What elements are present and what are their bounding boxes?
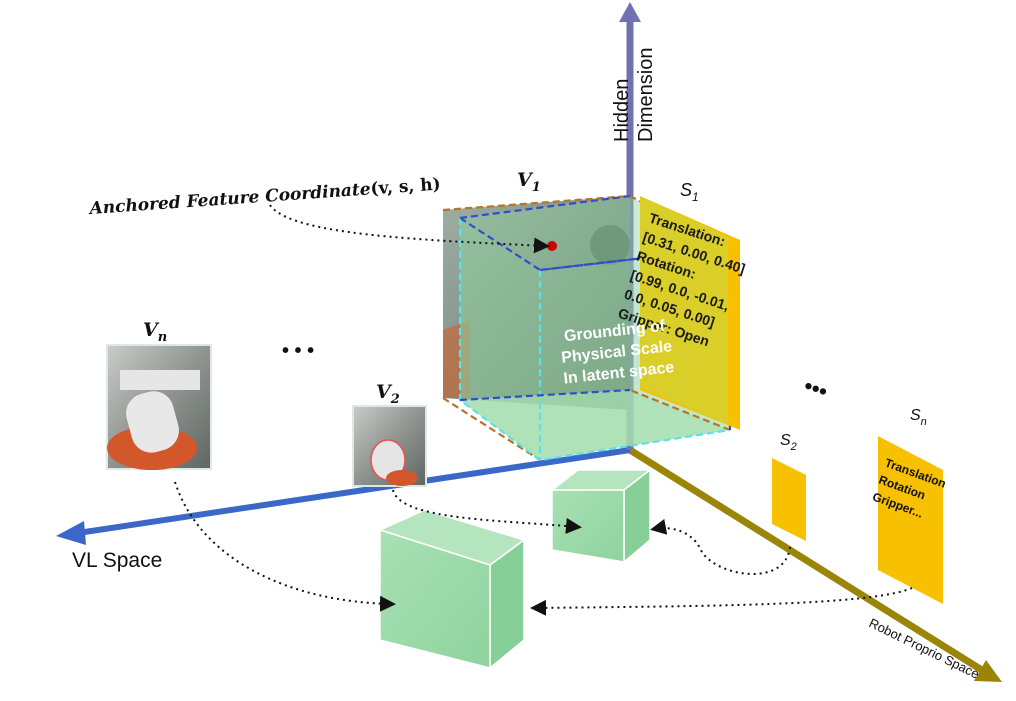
s2-to-small-cube-arrow bbox=[650, 518, 791, 575]
hidden-line-0: Hidden bbox=[611, 79, 633, 142]
vn-sub: n bbox=[158, 330, 167, 345]
vl-space-label: VL Space bbox=[72, 549, 162, 572]
v2-image bbox=[352, 405, 427, 487]
s2-sub: 2 bbox=[790, 441, 797, 453]
anchored-args: (v, s, h) bbox=[370, 174, 441, 199]
v1-sub: 1 bbox=[532, 180, 541, 195]
s1-name: S bbox=[680, 180, 692, 200]
sn-sub: n bbox=[921, 416, 927, 428]
anchor-point bbox=[547, 241, 557, 251]
s1-label: S1 bbox=[680, 180, 699, 204]
vn-name: V bbox=[143, 319, 160, 341]
v2-label: V2 bbox=[376, 381, 400, 407]
s2-state-panel bbox=[772, 458, 806, 541]
anchored-label: Anchored Feature Coordinate(v, s, h) bbox=[87, 174, 441, 219]
s1-state-panel: Translation: [0.31, 0.00, 0.40] Rotation… bbox=[616, 196, 747, 430]
sn-to-large-cube-arrow bbox=[530, 587, 913, 616]
proprio-label: Robot Proprio Space bbox=[867, 615, 982, 681]
vn-to-large-cube-arrow bbox=[174, 481, 396, 612]
s1-sub: 1 bbox=[692, 190, 699, 204]
s2-name: S bbox=[780, 432, 791, 449]
v2-name: V bbox=[376, 381, 393, 403]
s2-label: S2 bbox=[780, 432, 797, 453]
vl-space-axis bbox=[56, 447, 631, 545]
ellipsis-right: ••• bbox=[801, 373, 831, 404]
hidden-line-1: Dimension bbox=[635, 48, 657, 142]
v1-name: V bbox=[517, 169, 534, 191]
sn-state-panel: Translation Rotation Gripper... bbox=[871, 436, 948, 604]
robot-proprio-axis bbox=[628, 447, 1002, 682]
grounding-label: Grounding of Physical Scale In latent sp… bbox=[561, 318, 676, 388]
hidden-dimension-label: Hidden Dimension bbox=[611, 48, 657, 142]
anchored-text: Anchored Feature Coordinate bbox=[87, 179, 371, 219]
sn-label: Sn bbox=[910, 407, 927, 428]
vn-label: Vn bbox=[143, 319, 167, 345]
small-cube bbox=[549, 468, 653, 564]
ellipsis-left: • • • bbox=[282, 340, 314, 362]
v2-sub: 2 bbox=[390, 392, 400, 407]
large-cube bbox=[377, 509, 526, 670]
sn-name: S bbox=[910, 407, 921, 424]
v1-label: V1 bbox=[517, 169, 541, 195]
vn-image bbox=[106, 344, 212, 470]
